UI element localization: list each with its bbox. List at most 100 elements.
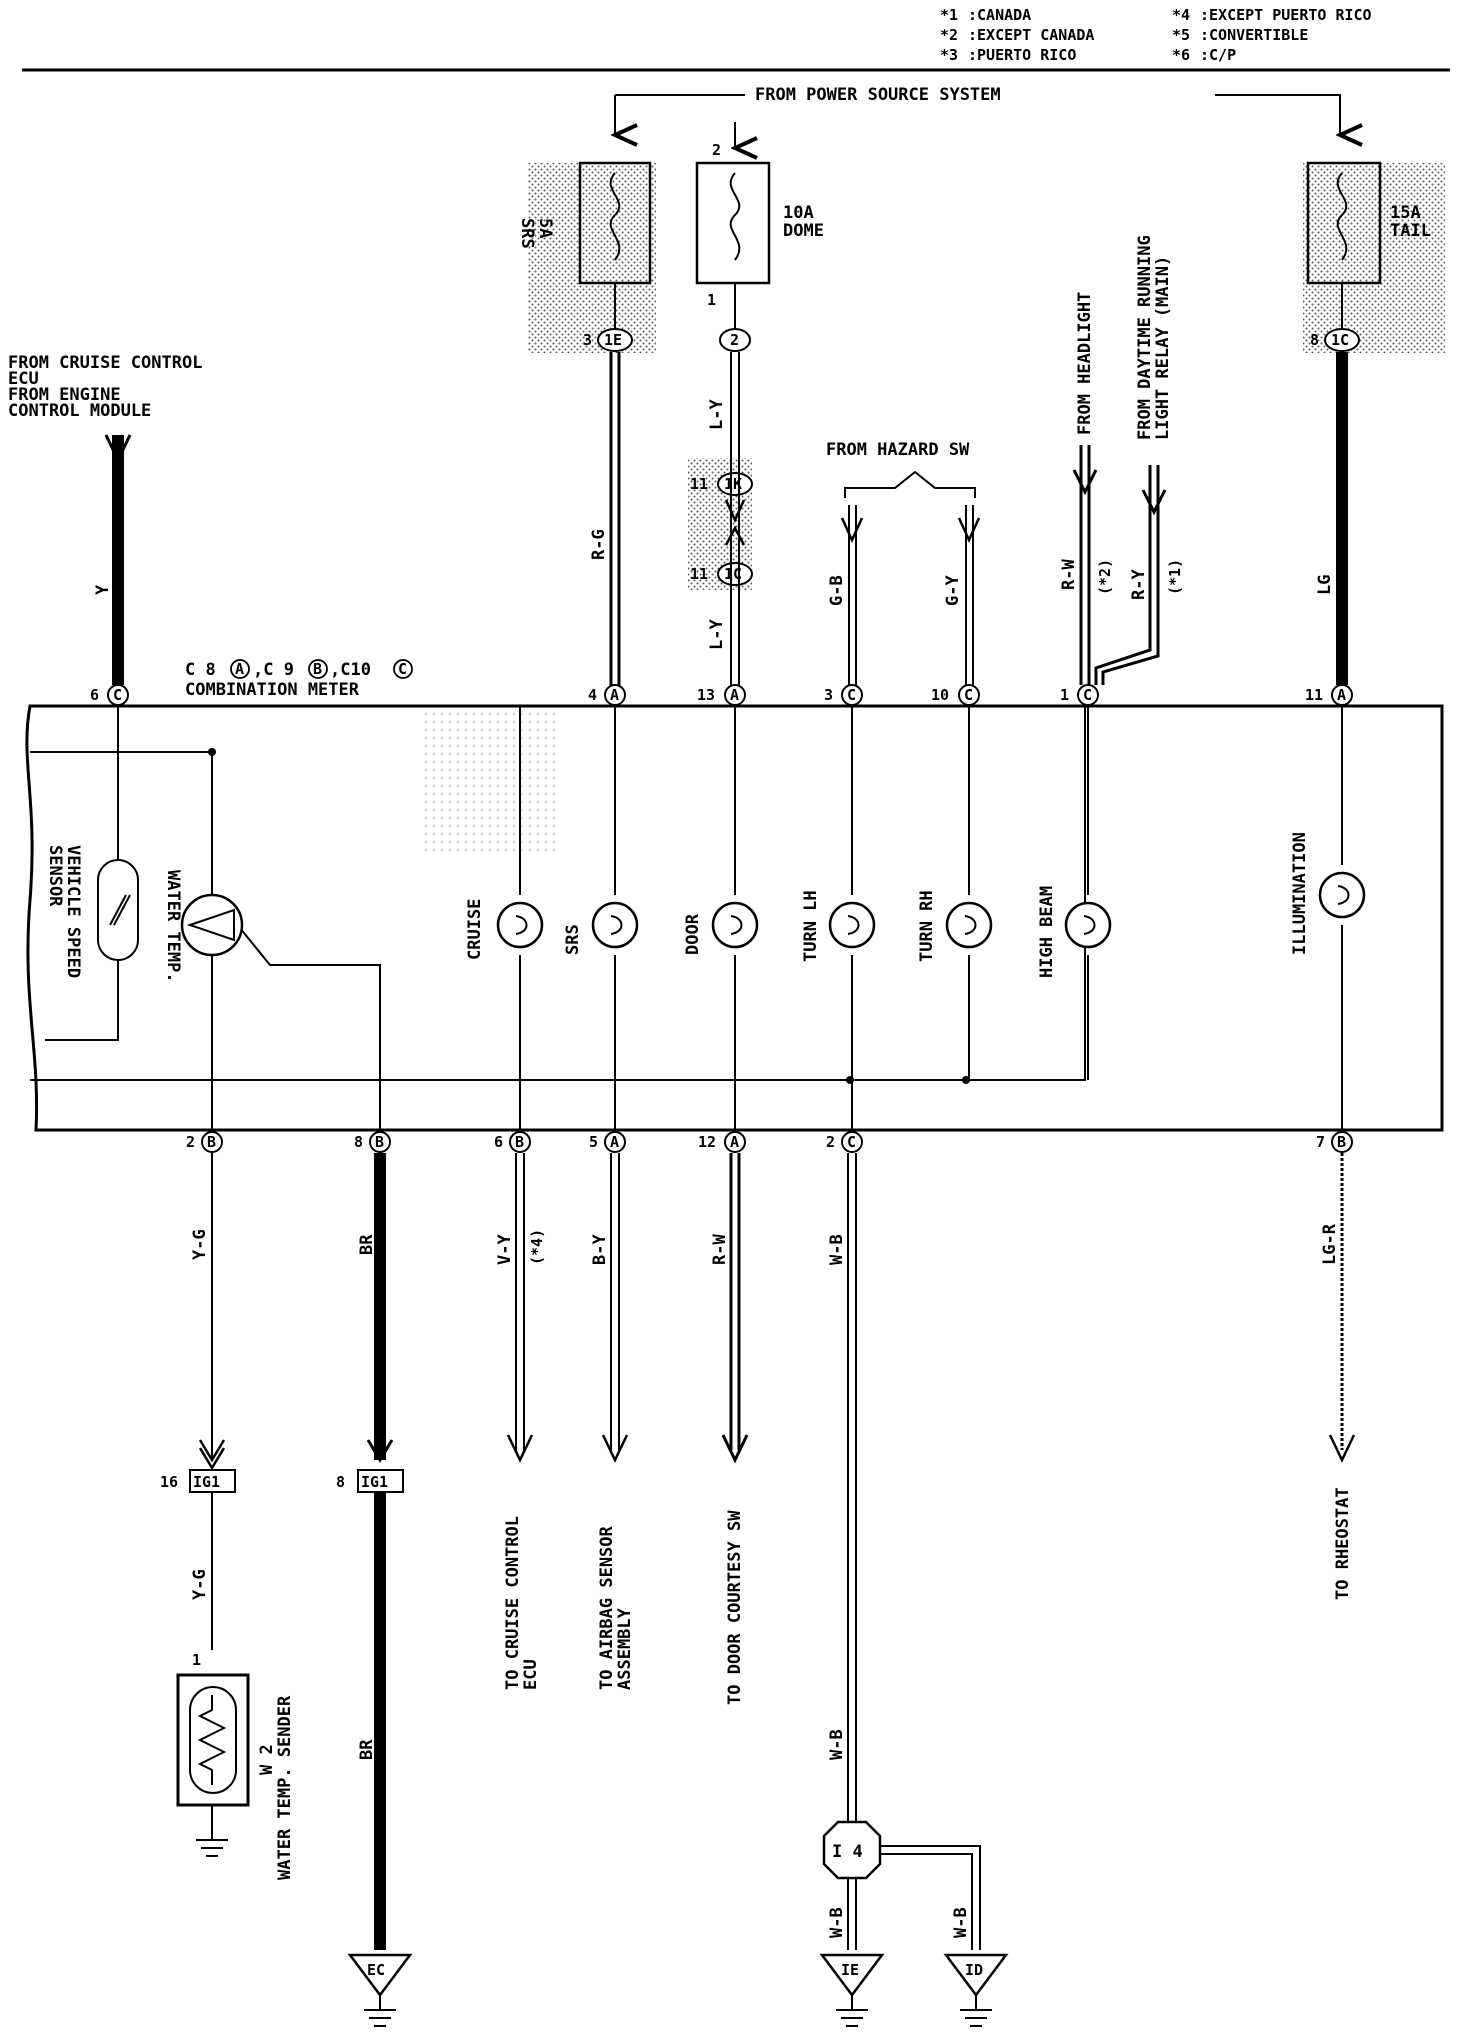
wire-r-w: R-W TO DOOR COURTESY SW bbox=[710, 1153, 749, 1705]
wire-note-star2: (*2) bbox=[1096, 559, 1114, 595]
fuse-tail-rating: 15A bbox=[1390, 203, 1421, 223]
pin-number: 2 bbox=[186, 1133, 195, 1151]
pin-number: 11 bbox=[1305, 686, 1323, 704]
wire-label-rw-bottom: R-W bbox=[710, 1234, 730, 1265]
wire-l-y: L-Y L-Y bbox=[707, 352, 746, 685]
cruise-source-line4: CONTROL MODULE bbox=[8, 401, 151, 421]
pin-number: 13 bbox=[697, 686, 715, 704]
water-temp-gauge: WATER TEMP. bbox=[163, 870, 244, 983]
lamp-cruise: CRUISE bbox=[465, 899, 544, 960]
wire-label-by: B-Y bbox=[590, 1234, 610, 1265]
wire-label-y: Y bbox=[93, 584, 113, 595]
ground-ec: EC bbox=[347, 1953, 413, 2027]
wire-label-br-lower: BR bbox=[357, 1739, 377, 1760]
lamp-srs-label: SRS bbox=[563, 924, 583, 955]
legend-text: :C/P bbox=[1200, 46, 1236, 64]
meter-conn-a: A bbox=[235, 660, 244, 678]
pin: C1 bbox=[1060, 684, 1099, 706]
tail-shade bbox=[1303, 163, 1445, 353]
lamp-cruise-label: CRUISE bbox=[465, 899, 485, 960]
meter-top-pins: C6 A4 A13 C3 C10 C1 A11 bbox=[90, 684, 1353, 706]
wire-label-br-upper: BR bbox=[357, 1234, 377, 1255]
lamp-illumination-label: ILLUMINATION bbox=[1290, 832, 1310, 955]
wire-label-vy: V-Y bbox=[495, 1234, 515, 1265]
tail-fuse-conn: 1C bbox=[1331, 331, 1349, 349]
meter-conn-c8: C 8 bbox=[185, 660, 216, 680]
vehicle-speed-sensor: VEHICLE SPEED SENSOR bbox=[45, 845, 139, 978]
wire-label-wb-ie: W-B bbox=[827, 1907, 847, 1938]
drl-label-line2: LIGHT RELAY (MAIN) bbox=[1153, 256, 1173, 440]
dest-rheostat: TO RHEOSTAT bbox=[1333, 1487, 1353, 1600]
lamp-turn-rh-label: TURN RH bbox=[917, 890, 937, 962]
ground-id-label: ID bbox=[965, 1961, 983, 1979]
top-connectors: 1E 3 2 1C 8 1K 11 1C 11 bbox=[583, 283, 1360, 586]
ground-ie: IE bbox=[819, 1953, 885, 2027]
lamp-door: DOOR bbox=[683, 901, 759, 955]
ground-id: ID bbox=[943, 1953, 1009, 2027]
junction-1k-pin: 11 bbox=[690, 475, 708, 493]
cruise-source-line2: ECU bbox=[8, 369, 39, 389]
pin-conn: C bbox=[1083, 686, 1092, 704]
ig1-pin-a: 16 bbox=[160, 1473, 178, 1491]
pin-conn: B bbox=[515, 1133, 524, 1151]
lamp-door-label: DOOR bbox=[683, 913, 703, 955]
ig1-connector-a-label: IG1 bbox=[193, 1473, 220, 1491]
dest-cruise-line1: TO CRUISE CONTROL bbox=[503, 1516, 523, 1690]
legend-key: *3 bbox=[940, 46, 958, 64]
wire-label-yg-lower: Y-G bbox=[190, 1569, 210, 1600]
fuse-dome-pin-in: 2 bbox=[712, 141, 721, 159]
legend-key: *6 bbox=[1172, 46, 1190, 64]
junction-i4-label: I 4 bbox=[832, 1842, 863, 1862]
pin-conn: C bbox=[847, 1133, 856, 1151]
lamp-high-beam-label: HIGH BEAM bbox=[1037, 886, 1057, 978]
pin-number: 10 bbox=[931, 686, 949, 704]
meter-conn-c10: ,C10 bbox=[330, 660, 371, 680]
meter-conn-b: B bbox=[313, 660, 322, 678]
legend-text: :EXCEPT PUERTO RICO bbox=[1200, 6, 1372, 24]
meter-conn-c9: ,C 9 bbox=[253, 660, 294, 680]
pin: C3 bbox=[824, 684, 863, 706]
legend-text: :EXCEPT CANADA bbox=[968, 26, 1094, 44]
fuse-dome-rating: 10A bbox=[783, 203, 814, 223]
pin-conn: A bbox=[610, 686, 619, 704]
wire-label-ry: R-Y bbox=[1129, 569, 1149, 600]
dest-airbag-line2: ASSEMBLY bbox=[615, 1607, 635, 1690]
srs-fuse-pin: 3 bbox=[583, 331, 592, 349]
wire-label-wb-upper: W-B bbox=[827, 1234, 847, 1265]
wire-label-yg-upper: Y-G bbox=[190, 1229, 210, 1260]
water-temp-label: WATER TEMP. bbox=[163, 870, 183, 983]
lamp-turn-lh-label: TURN LH bbox=[801, 890, 821, 962]
wire-note-star1: (*1) bbox=[1166, 559, 1184, 595]
ground-ec-label: EC bbox=[367, 1961, 385, 1979]
dest-airbag-line1: TO AIRBAG SENSOR bbox=[597, 1525, 617, 1690]
sender-name: WATER TEMP. SENDER bbox=[275, 1695, 295, 1880]
pin-conn: C bbox=[113, 686, 122, 704]
combination-meter bbox=[25, 704, 1444, 1132]
meter-conn-c: C bbox=[398, 660, 407, 678]
srs-fuse-conn: 1E bbox=[604, 331, 622, 349]
combination-meter-title: C 8 A ,C 9 B ,C10 C COMBINATION METER bbox=[185, 659, 413, 700]
junction-i4: I 4 W-B W-B bbox=[822, 1820, 981, 1950]
wire-label-wb-middle: W-B bbox=[827, 1729, 847, 1760]
headlight-label: FROM HEADLIGHT bbox=[1075, 292, 1095, 435]
hazard-feed: FROM HAZARD SW G-B G-Y bbox=[826, 440, 981, 685]
pin: A4 bbox=[588, 684, 626, 706]
vss-label-line1: VEHICLE SPEED bbox=[63, 845, 83, 978]
wire-br: BR IG1 8 BR bbox=[336, 1153, 404, 1950]
fuse-srs-rating: 5A bbox=[535, 218, 555, 238]
pin: C 10 bbox=[931, 684, 980, 706]
fuse-dome: 2 1 10A DOME bbox=[695, 141, 824, 309]
wire-label-lgr: LG-R bbox=[1320, 1223, 1340, 1265]
pin-conn: C bbox=[964, 686, 973, 704]
wire-label-ly-bottom: L-Y bbox=[707, 619, 727, 650]
wire-lg-r: LG-R TO RHEOSTAT bbox=[1320, 1153, 1356, 1600]
pin-conn: B bbox=[1337, 1133, 1346, 1151]
legend-key: *2 bbox=[940, 26, 958, 44]
legend-text: :CONVERTIBLE bbox=[1200, 26, 1308, 44]
lamp-srs: SRS bbox=[563, 901, 639, 955]
srs-shade bbox=[528, 163, 656, 353]
pin-conn: A bbox=[1337, 686, 1346, 704]
pin-number: 3 bbox=[824, 686, 833, 704]
dest-cruise-line2: ECU bbox=[521, 1659, 541, 1690]
